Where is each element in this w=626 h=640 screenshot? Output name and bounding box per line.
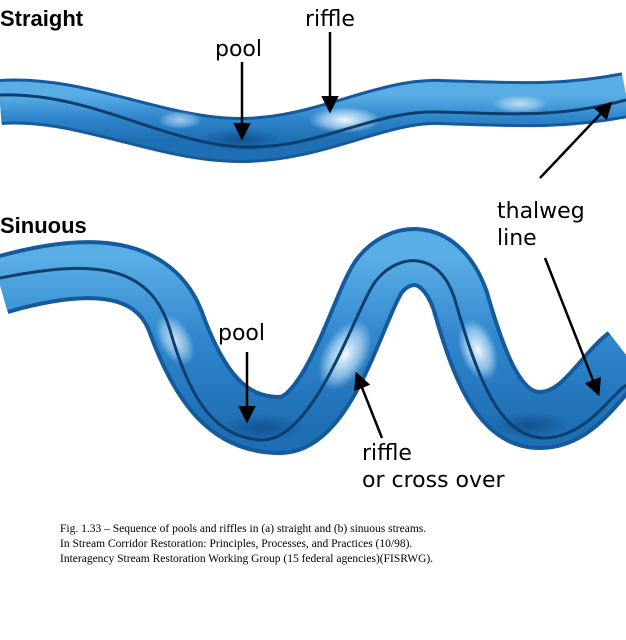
sinuous-riffle-foam-2: [457, 319, 499, 381]
sinuous-riffle-label-line1: riffle: [362, 441, 412, 466]
thalweg-label-line2: line: [497, 226, 537, 251]
straight-pool-label: pool: [215, 37, 262, 62]
straight-riffle-foam-2: [158, 111, 202, 129]
caption-line-2: In Stream Corridor Restoration: Principl…: [60, 538, 413, 550]
sinuous-riffle-foam-3: [155, 314, 195, 366]
thalweg-arrow-upper: [539, 101, 613, 179]
sinuous-pool-label: pool: [218, 321, 265, 346]
straight-riffle-foam: [309, 107, 381, 133]
sinuous-thalweg-line: [0, 259, 626, 442]
straight-stream: [0, 72, 626, 164]
sinuous-pool-deep-2: [492, 412, 568, 438]
sinuous-heading: Sinuous: [0, 213, 87, 238]
sinuous-stream: [0, 227, 626, 456]
caption-line-3: Interagency Stream Restoration Working G…: [60, 553, 434, 565]
straight-riffle-label: riffle: [305, 7, 355, 32]
sinuous-riffle-label-line2: or cross over: [362, 468, 506, 493]
straight-heading: Straight: [0, 6, 84, 31]
straight-thalweg-line: [0, 93, 626, 149]
sinuous-riffle-arrow: [354, 371, 384, 439]
thalweg-arrow-lower: [543, 257, 602, 397]
caption-line-1: Fig. 1.33 – Sequence of pools and riffle…: [60, 523, 427, 535]
figure-caption: Fig. 1.33 – Sequence of pools and riffle…: [60, 522, 600, 567]
thalweg-label-line1: thalweg: [497, 199, 585, 224]
straight-riffle-foam-3: [492, 95, 548, 113]
